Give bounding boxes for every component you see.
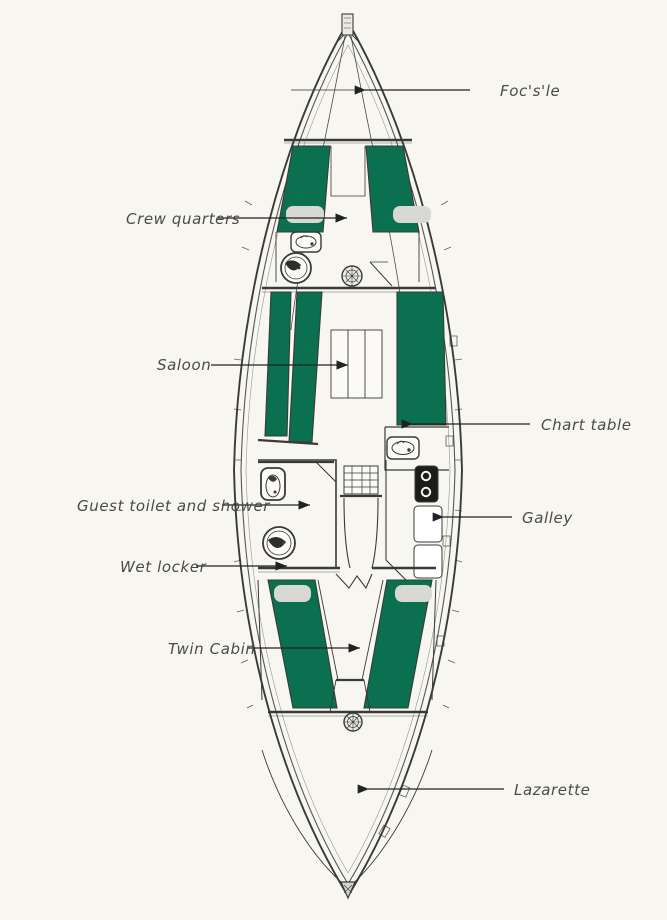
twin-berth-starboard: [363, 579, 433, 709]
basin-icon: [280, 252, 312, 284]
pillow: [286, 206, 324, 223]
sink-icon: [386, 436, 420, 460]
compartment-saloon: [257, 291, 383, 446]
label-guest-toilet-shower: Guest toilet and shower: [77, 497, 270, 515]
compartment-lazarette: [261, 749, 433, 889]
galley-unit-lower: [413, 544, 443, 579]
label-twin-cabin: Twin Cabin: [168, 640, 256, 658]
label-wet-locker: Wet locker: [120, 558, 207, 576]
stern-fitting-icon: [340, 881, 356, 900]
compartment-wet-locker: [258, 566, 436, 590]
bow-fitting-icon: [337, 13, 359, 42]
compartment-galley: [385, 436, 443, 583]
pillow: [274, 585, 311, 602]
stairs-icon: [340, 465, 382, 498]
chart-table-berth: [396, 291, 447, 426]
settee-berth-outer: [264, 291, 292, 437]
hull-frame-ticks: [233, 200, 463, 838]
label-crew-quarters: Crew quarters: [126, 210, 240, 228]
hatch-icon: [343, 712, 363, 732]
label-galley: Galley: [522, 509, 573, 527]
pillow: [395, 585, 432, 602]
callout-labels: Foc's'le Crew quarters Saloon Chart tabl…: [77, 82, 632, 799]
sink-icon: [290, 231, 322, 253]
two-burner-stove-icon: [414, 465, 439, 503]
pillow: [393, 206, 431, 223]
callout-lines: [196, 85, 530, 794]
hatch-icon: [341, 265, 363, 287]
label-saloon: Saloon: [157, 356, 211, 374]
twin-berth-port: [267, 579, 338, 709]
head-door: [315, 461, 337, 483]
settee-berth-inner: [288, 291, 323, 443]
compartment-crew-quarters: [262, 145, 436, 293]
crew-berth-starboard: [365, 145, 431, 233]
crew-berth-port: [276, 145, 331, 233]
galley-unit-upper: [413, 505, 443, 543]
compartment-guest-head: [258, 459, 382, 569]
label-chart-table: Chart table: [541, 416, 632, 434]
label-focsle: Foc's'le: [500, 82, 560, 100]
saloon-table: [330, 329, 383, 399]
toilet-icon: [260, 467, 286, 501]
compartment-twin-cabin: [257, 579, 437, 717]
label-lazarette: Lazarette: [514, 781, 590, 799]
basin-icon: [262, 526, 296, 560]
